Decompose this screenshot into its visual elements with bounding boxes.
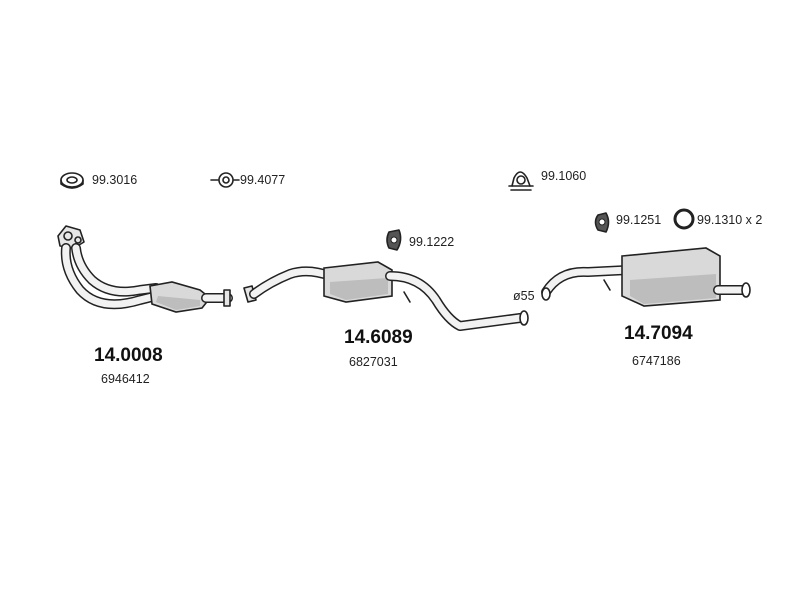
accessory-code-99-1310: 99.1310 x 2 xyxy=(697,213,762,227)
sealing-ring-icon xyxy=(210,172,240,188)
part-number-14-6089: 14.6089 xyxy=(344,327,413,348)
pipe-clamp-icon xyxy=(508,171,534,191)
rubber-hanger-icon xyxy=(386,229,402,251)
accessory-code-99-4077: 99.4077 xyxy=(240,173,285,187)
catalyst-front-pipe xyxy=(57,225,233,313)
oem-number-6946412: 6946412 xyxy=(101,372,150,386)
pipe-diameter-label: ø55 xyxy=(513,289,535,303)
rear-silencer xyxy=(541,247,751,307)
accessory-code-99-3016: 99.3016 xyxy=(92,173,137,187)
accessory-code-99-1251: 99.1251 xyxy=(616,213,661,227)
oem-number-6827031: 6827031 xyxy=(349,355,398,369)
part-number-14-7094: 14.7094 xyxy=(624,323,693,344)
gasket-ring-icon xyxy=(60,172,84,189)
part-number-14-0008: 14.0008 xyxy=(94,345,163,366)
rubber-ring-icon xyxy=(673,208,695,230)
rubber-mount-icon xyxy=(594,212,610,233)
oem-number-6747186: 6747186 xyxy=(632,354,681,368)
center-silencer xyxy=(243,261,529,331)
accessory-code-99-1060: 99.1060 xyxy=(541,169,586,183)
accessory-code-99-1222: 99.1222 xyxy=(409,235,454,249)
